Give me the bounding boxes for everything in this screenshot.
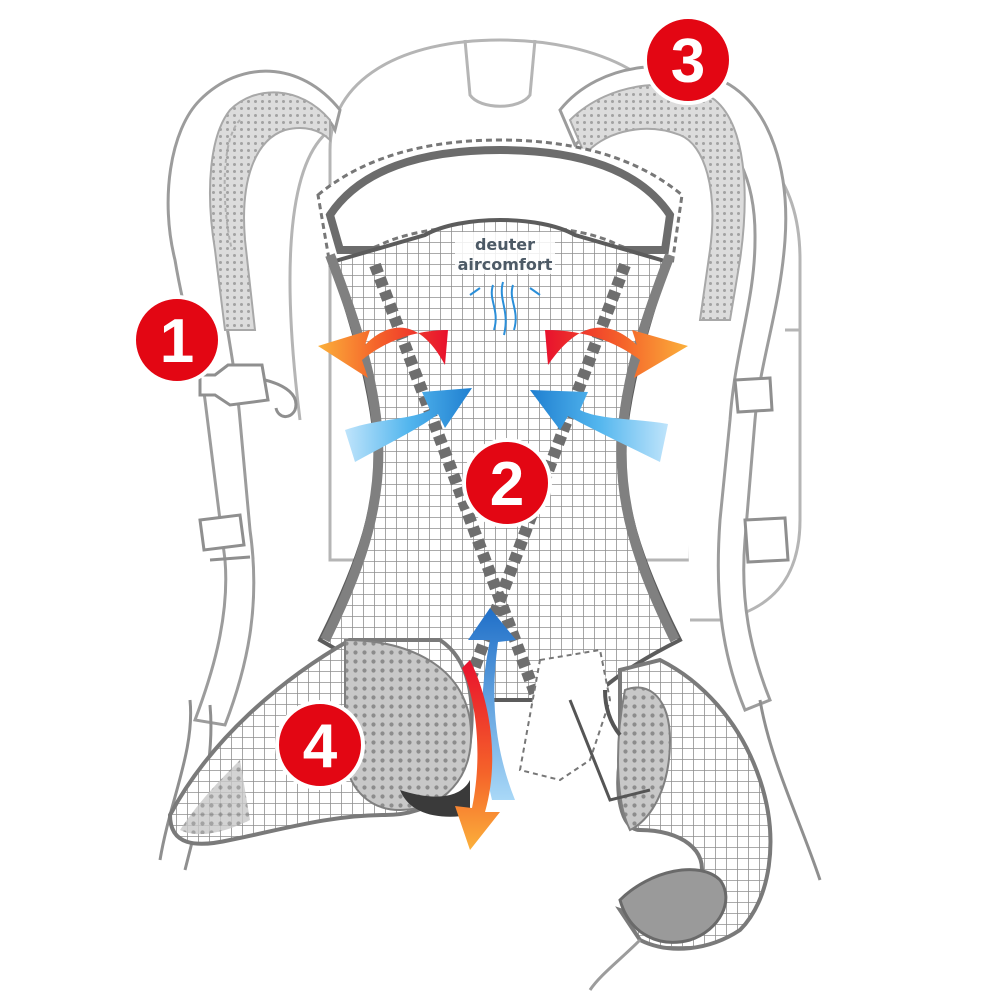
cool-air-arrow-right	[530, 390, 668, 462]
cool-air-arrow-left	[345, 388, 472, 462]
warm-air-arrow-right	[545, 327, 688, 378]
callout-2: 2	[462, 438, 552, 528]
brand-logo: deuter aircomfort	[455, 232, 555, 336]
callout-3-label: 3	[671, 27, 705, 96]
warm-air-arrow-left	[318, 327, 448, 378]
right-hip-fin	[568, 657, 773, 991]
callout-4-label: 4	[303, 712, 338, 781]
callout-3: 3	[643, 15, 733, 105]
frame-top	[316, 138, 684, 268]
brand-logo-line1: deuter	[475, 235, 535, 254]
callout-2-label: 2	[490, 450, 524, 519]
callout-1: 1	[132, 295, 222, 385]
callout-4: 4	[275, 700, 365, 790]
cool-air-arrow-up	[468, 608, 516, 800]
airflow-logo-icon	[469, 281, 541, 336]
right-strap-buckle	[733, 376, 822, 881]
callout-1-label: 1	[160, 307, 194, 376]
brand-logo-line2: aircomfort	[458, 255, 553, 274]
warm-air-arrow-down	[455, 660, 500, 850]
